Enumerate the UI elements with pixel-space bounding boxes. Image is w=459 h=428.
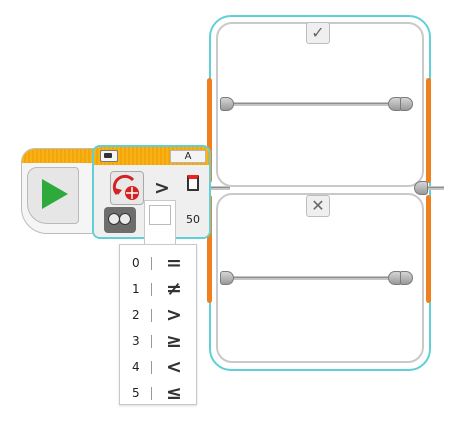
case-false-start-plug[interactable] xyxy=(220,271,234,285)
option-index: 1 xyxy=(132,282,140,296)
compare-option-2[interactable]: 2 > xyxy=(120,303,196,328)
start-block[interactable] xyxy=(21,148,101,234)
case-false-sequence-wire xyxy=(230,276,392,280)
check-icon: ✓ xyxy=(311,23,325,42)
option-separator xyxy=(151,335,152,348)
start-button[interactable] xyxy=(27,167,79,224)
not-equal-icon: ≠ xyxy=(166,278,182,300)
case-false-end-plug[interactable] xyxy=(388,271,414,285)
option-separator xyxy=(151,283,152,296)
case-false-tab[interactable]: ✕ xyxy=(306,195,330,217)
compare-dropdown-anchor xyxy=(144,200,176,246)
case-true-right-rail xyxy=(426,78,431,183)
case-true-sequence-wire xyxy=(230,102,392,106)
switch-wire-in xyxy=(200,186,230,190)
mode-selector-button[interactable] xyxy=(104,207,136,233)
threshold-value[interactable]: 50 xyxy=(186,213,200,226)
switch-block-header: A xyxy=(94,147,209,165)
less-than-icon: < xyxy=(166,356,182,378)
threshold-icon xyxy=(187,175,199,191)
compare-option-5[interactable]: 5 ≤ xyxy=(120,381,196,406)
option-index: 3 xyxy=(132,334,140,348)
option-separator xyxy=(151,387,152,400)
compare-option-3[interactable]: 3 ≥ xyxy=(120,329,196,354)
case-false-right-rail xyxy=(426,195,431,303)
case-true-tab[interactable]: ✓ xyxy=(306,22,330,44)
option-index: 5 xyxy=(132,386,140,400)
less-equal-icon: ≤ xyxy=(166,382,182,404)
switch-wire-out xyxy=(424,186,444,190)
option-index: 4 xyxy=(132,360,140,374)
option-separator xyxy=(151,309,152,322)
mode-selector-icon-secondary xyxy=(119,213,131,225)
compare-option-0[interactable]: 0 = xyxy=(120,251,196,276)
start-block-header xyxy=(22,149,100,163)
compare-option-1[interactable]: 1 ≠ xyxy=(120,277,196,302)
case-false-left-rail xyxy=(207,195,212,303)
option-separator xyxy=(151,257,152,270)
compare-option-4[interactable]: 4 < xyxy=(120,355,196,380)
color-sensor-icon[interactable] xyxy=(110,171,144,205)
compare-dropdown-field[interactable] xyxy=(149,205,171,225)
switch-exit-plug[interactable] xyxy=(414,181,428,195)
port-selector[interactable]: A xyxy=(170,150,206,163)
case-true-start-plug[interactable] xyxy=(220,97,234,111)
greater-equal-icon: ≥ xyxy=(166,330,182,352)
compare-dropdown: 0 = 1 ≠ 2 > 3 ≥ 4 < 5 ≤ xyxy=(119,244,197,405)
option-index: 0 xyxy=(132,256,140,270)
option-index: 2 xyxy=(132,308,140,322)
case-true-end-plug[interactable] xyxy=(388,97,414,111)
brick-port-icon xyxy=(100,150,118,162)
compare-type-button[interactable]: > xyxy=(154,177,170,199)
option-separator xyxy=(151,361,152,374)
equal-icon: = xyxy=(166,252,182,274)
play-icon xyxy=(42,179,68,209)
case-true-left-rail xyxy=(207,78,212,183)
greater-than-icon: > xyxy=(166,304,182,326)
cross-icon: ✕ xyxy=(311,196,325,215)
